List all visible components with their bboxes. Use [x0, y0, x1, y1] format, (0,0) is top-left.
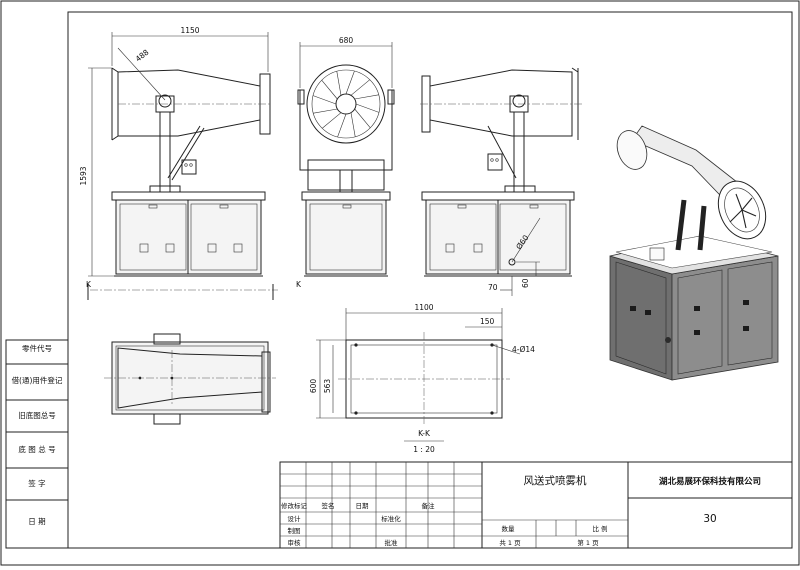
title-block: 修改标记 签名 日期 备注 设计 制图 审核 标准化 批准 风送式喷雾机 数量 …: [279, 461, 793, 549]
fan-blade: [336, 71, 342, 96]
view-top-plan: [104, 333, 276, 425]
side-label-part-code: 零件代号: [22, 343, 52, 353]
side-label-signature: 签 字: [28, 478, 45, 488]
fan-blades: [312, 70, 380, 138]
fan-blade: [354, 108, 371, 128]
fan-blade: [322, 112, 342, 129]
tb-approve: 批准: [385, 538, 399, 547]
tb-quantity: 数量: [502, 524, 516, 533]
fan-blade: [313, 108, 338, 114]
view-section-kk: 1100 150 4-Ø14 600 563 K-K 1 : 20: [309, 303, 535, 454]
dim-1100: 1100: [414, 303, 433, 312]
dim-60: 60: [521, 278, 530, 288]
cabinet-lid: [111, 191, 266, 201]
view-isometric: [609, 125, 779, 381]
tb-header-sign: 签名: [322, 501, 335, 510]
fan-blade: [354, 94, 379, 100]
tb-row-draw: 制图: [288, 526, 301, 535]
dim-4-holes: 4-Ø14: [512, 345, 535, 354]
dim-563: 563: [323, 379, 332, 394]
dim-1593: 1593: [79, 166, 88, 185]
fan-blade: [350, 112, 356, 137]
fan-blade: [355, 103, 380, 113]
tb-product-name: 风送式喷雾机: [524, 474, 587, 487]
tb-total-pages: 共 1 页: [499, 538, 521, 547]
dim-150: 150: [480, 317, 495, 326]
tb-row-design: 设计: [288, 514, 302, 523]
section-title: K-K: [418, 429, 431, 438]
dim-600: 600: [309, 379, 318, 394]
side-label-base-no: 底 图 总 号: [18, 444, 55, 454]
view-right-elevation: Ø60 70 60: [420, 67, 582, 296]
dim-1150: 1150: [180, 26, 199, 35]
section-mark-right: K: [296, 280, 302, 289]
tb-ratio: 比 例: [592, 524, 607, 533]
tb-header-note: 备注: [422, 501, 436, 510]
fan-blade: [312, 95, 337, 105]
dim-680: 680: [339, 36, 354, 45]
side-registration-table: 零件代号 借(通)用件登记 旧底图总号 底 图 总 号 签 字 日 期: [5, 339, 69, 549]
side-label-date: 日 期: [28, 517, 45, 526]
section-mark-left: K: [86, 280, 92, 289]
dim-70: 70: [488, 283, 498, 292]
tb-standardize: 标准化: [381, 514, 401, 523]
tb-company: 湖北易展环保科技有限公司: [659, 476, 761, 487]
view-front-elevation: 680: [297, 36, 395, 277]
tb-page-no: 第 1 页: [577, 538, 599, 547]
side-label-old-base-no: 旧底图总号: [18, 410, 56, 420]
fan-ring: [306, 64, 386, 144]
tb-header-rev: 修改标记: [281, 501, 308, 510]
tb-row-review: 审核: [288, 538, 302, 547]
view-left-elevation: 1150 488 1593 K K: [79, 26, 302, 300]
side-label-borrow-register: 借(通)用件登记: [12, 375, 63, 385]
fan-blade: [350, 79, 370, 96]
fan-blade: [345, 70, 355, 95]
tb-drawing-no: 30: [703, 513, 716, 525]
section-scale: 1 : 20: [413, 445, 435, 454]
fan-blade: [321, 80, 338, 100]
tb-header-date: 日期: [356, 502, 370, 510]
dim-488: 488: [134, 48, 151, 64]
barrel-side: [117, 69, 261, 137]
fan-blade: [337, 113, 347, 138]
